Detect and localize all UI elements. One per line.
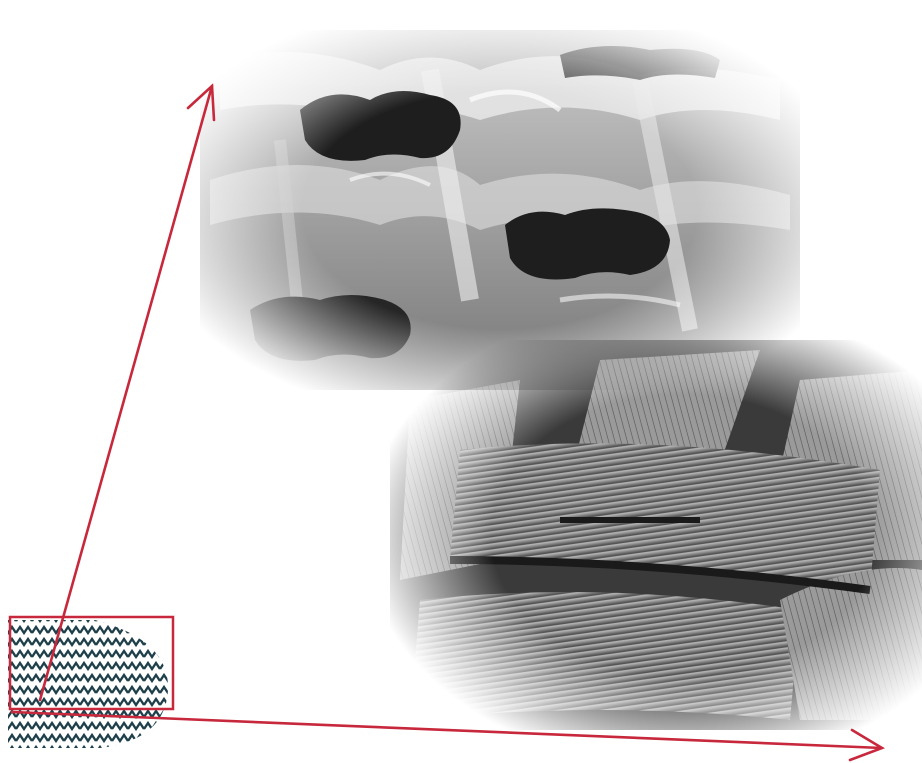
woven-fiber-micrograph bbox=[390, 340, 922, 730]
fabric-inset bbox=[8, 617, 173, 750]
right-arrowhead-icon bbox=[850, 730, 882, 760]
upward-zoom-arrow bbox=[40, 86, 212, 700]
pore-structure-micrograph bbox=[200, 30, 800, 390]
